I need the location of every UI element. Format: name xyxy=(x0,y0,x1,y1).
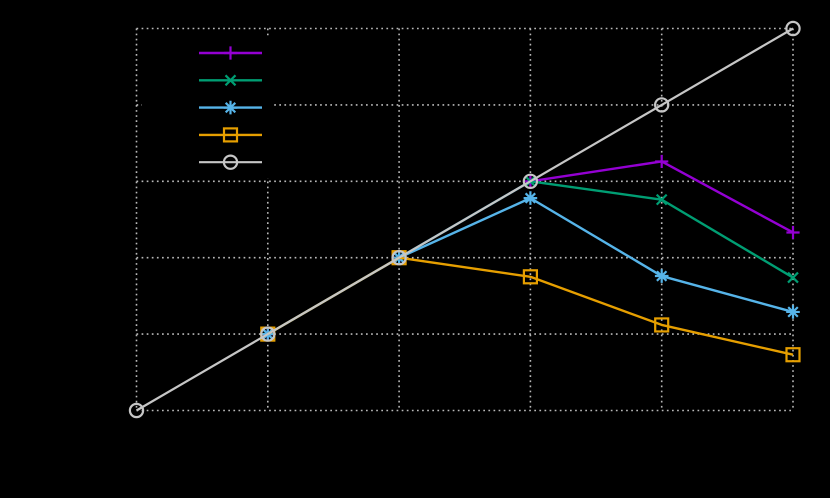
circle-marker-icon xyxy=(785,20,801,37)
plus-marker-icon xyxy=(786,225,800,240)
series-line xyxy=(135,27,794,412)
legend-entry-series-3-blue-asterisk xyxy=(199,100,262,115)
legend-entry-series-5-gray-circle xyxy=(199,154,262,170)
legend-entry-series-4-orange-square xyxy=(199,127,262,143)
asterisk-marker-icon xyxy=(523,191,538,205)
plus-marker-icon xyxy=(655,154,669,169)
plus-marker-icon xyxy=(223,46,238,60)
circle-marker-icon xyxy=(522,173,539,189)
legend-entry-series-1-purple-plus xyxy=(199,46,262,60)
cross-marker-icon xyxy=(787,271,799,284)
square-marker-icon xyxy=(785,347,801,363)
series-series-5-gray-circle xyxy=(128,20,801,419)
gridlines xyxy=(135,27,794,412)
circle-marker-icon xyxy=(222,154,239,170)
square-marker-icon xyxy=(522,269,539,285)
asterisk-marker-icon xyxy=(786,305,800,319)
asterisk-marker-icon xyxy=(223,100,238,115)
legend-entry-series-2-green-cross xyxy=(199,74,262,87)
circle-marker-icon xyxy=(654,97,670,113)
square-marker-icon xyxy=(654,317,670,333)
circle-marker-icon xyxy=(128,402,145,419)
circle-marker-icon xyxy=(391,250,407,266)
square-marker-icon xyxy=(222,127,239,143)
circle-marker-icon xyxy=(260,326,276,342)
asterisk-marker-icon xyxy=(654,269,669,283)
cross-marker-icon xyxy=(655,193,668,206)
cross-marker-icon xyxy=(224,74,237,87)
legend xyxy=(142,36,274,178)
